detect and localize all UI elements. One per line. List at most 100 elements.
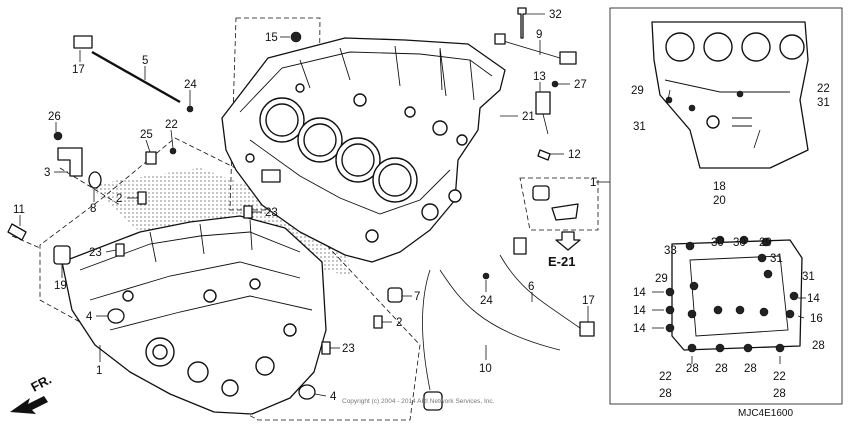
callout-8: 8 [90, 203, 96, 215]
sensor-6 [513, 237, 527, 255]
callout-33: 33 [664, 245, 677, 257]
lower-crankcase [61, 215, 327, 415]
bracket-3 [57, 147, 83, 177]
callout-28: 28 [715, 363, 728, 375]
callout-6: 6 [528, 281, 534, 293]
bolt-25 [145, 151, 157, 165]
plug-4-a [107, 308, 125, 324]
lower-case-group-outline [39, 137, 421, 421]
callout-29: 29 [631, 85, 644, 97]
plug-4-b [298, 384, 316, 400]
sensor-11 [7, 223, 27, 241]
callout-22: 22 [817, 83, 830, 95]
dowel-23-a [243, 205, 253, 219]
callout-19: 19 [54, 280, 67, 292]
callout-20: 20 [713, 195, 726, 207]
callout-32: 32 [549, 9, 562, 21]
direction-label: FR. [28, 372, 54, 395]
callout-29: 29 [655, 273, 668, 285]
callout-30: 30 [733, 237, 746, 249]
callout-23: 23 [265, 207, 278, 219]
pipe-10 [422, 269, 431, 391]
bolt-12 [537, 149, 551, 161]
sensor-inset-outline [519, 177, 599, 231]
upper-crankcase [221, 37, 506, 263]
detail-frame [609, 7, 843, 405]
callout-14: 14 [807, 293, 820, 305]
callout-10: 10 [479, 363, 492, 375]
callout-28: 28 [686, 363, 699, 375]
callout-18: 18 [713, 181, 726, 193]
pipe-5 [91, 50, 181, 104]
connector-17 [73, 35, 93, 49]
callout-22: 22 [773, 371, 786, 383]
callout-4: 4 [330, 391, 337, 403]
nut-15 [290, 31, 302, 43]
callout-1: 1 [590, 177, 596, 189]
callout-31: 31 [802, 271, 815, 283]
callout-3: 3 [44, 167, 50, 179]
bolt-32 [517, 7, 527, 39]
dowel-2-upper [137, 191, 147, 205]
callout-29: 29 [759, 237, 772, 249]
callout-1: 1 [96, 365, 102, 377]
o-ring-24 [186, 105, 194, 113]
callout-27: 27 [574, 79, 587, 91]
dowel-2-lower [373, 315, 383, 329]
callout-21: 21 [522, 111, 535, 123]
leader-lines [19, 13, 806, 397]
callout-14: 14 [633, 323, 646, 335]
connector-17-lower [579, 321, 595, 337]
plug-19 [53, 245, 71, 265]
callout-14: 14 [633, 305, 646, 317]
callout-31: 31 [770, 253, 783, 265]
callout-28: 28 [744, 363, 757, 375]
sensor-6-cable [499, 254, 581, 329]
callout-14: 14 [633, 287, 646, 299]
copyright-notice: Copyright (c) 2004 - 2014 ARI Network Se… [342, 398, 495, 405]
bottom-plate [671, 239, 803, 351]
callout-4: 4 [86, 311, 93, 323]
callout-26: 26 [48, 111, 61, 123]
bush-7 [387, 287, 403, 303]
section-reference: E-21 [548, 254, 575, 269]
callout-17: 17 [72, 64, 85, 76]
right-detail-box [596, 7, 843, 405]
callout-22: 22 [659, 371, 672, 383]
callout-25: 25 [140, 129, 153, 141]
front-direction-indicator: FR. [10, 372, 54, 414]
sensor-9 [494, 33, 506, 45]
callout-11: 11 [13, 204, 25, 216]
callout-12: 12 [568, 149, 581, 161]
e21-arrow-icon [555, 231, 581, 251]
callout-16: 16 [810, 313, 823, 325]
callout-24: 24 [480, 295, 493, 307]
callout-15: 15 [265, 32, 278, 44]
callout-2: 2 [396, 317, 402, 329]
callout-labels: 32 15 9 17 5 24 13 27 21 26 22 25 3 8 12… [13, 9, 830, 419]
callout-28: 28 [659, 388, 672, 400]
callout-13: 13 [533, 71, 546, 83]
front-arrow-icon [10, 396, 48, 414]
callout-30: 30 [711, 237, 724, 249]
callout-22: 22 [165, 119, 178, 131]
diagram-code: MJC4E1600 [738, 408, 793, 419]
callout-17: 17 [582, 295, 595, 307]
callout-2: 2 [116, 193, 122, 205]
callout-24: 24 [184, 79, 197, 91]
sensor-13 [535, 91, 551, 115]
callout-9: 9 [536, 29, 542, 41]
callout-28: 28 [812, 340, 825, 352]
seal-8 [88, 171, 102, 189]
callout-5: 5 [142, 55, 148, 67]
callout-7: 7 [414, 291, 420, 303]
callout-28: 28 [773, 388, 786, 400]
dowel-23-c [321, 341, 331, 355]
plate-bolts [665, 235, 799, 353]
callout-23: 23 [342, 343, 355, 355]
cylinder-block [651, 21, 809, 169]
callout-31: 31 [633, 121, 646, 133]
dowel-23-b [115, 243, 125, 257]
callout-23: 23 [89, 247, 102, 259]
